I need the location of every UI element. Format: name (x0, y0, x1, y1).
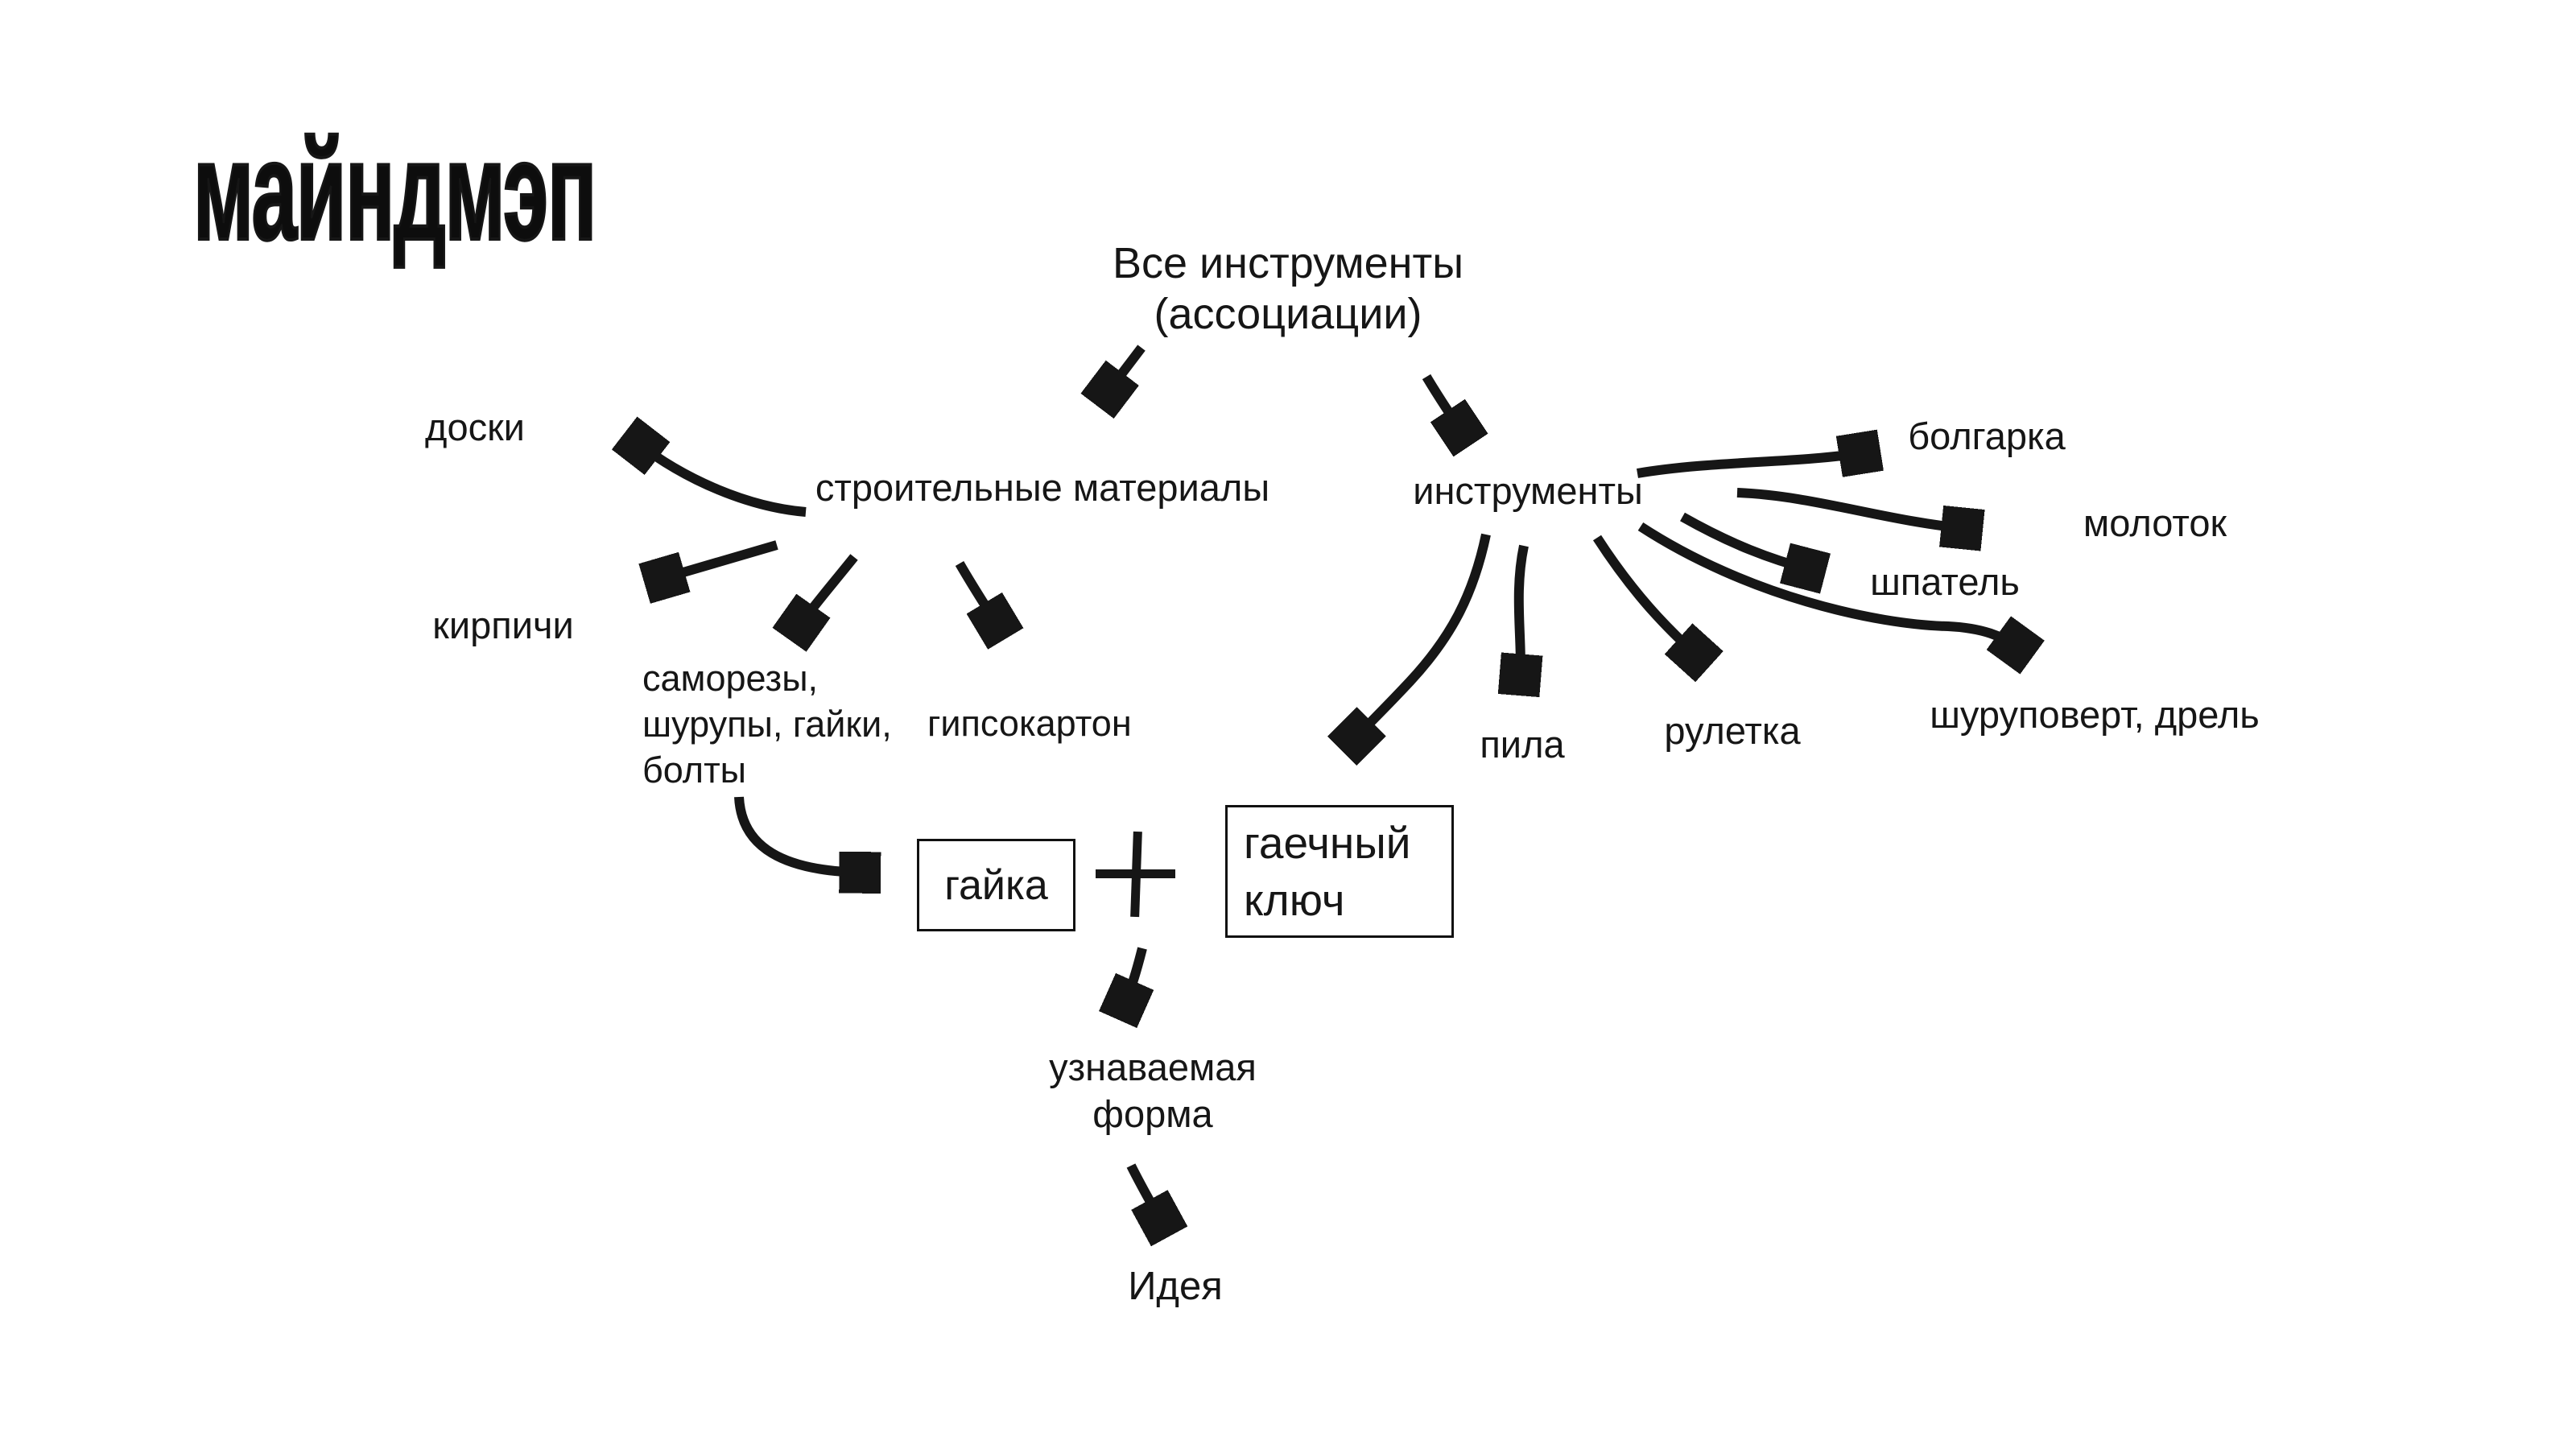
node-fasteners: саморезы, шурупы, гайки, болты (642, 655, 892, 793)
node-boards: доски (425, 406, 525, 448)
wrench-box-line2: ключ (1244, 874, 1345, 925)
node-recognizable-form-line1: узнаваемая (1049, 1046, 1257, 1088)
node-screwdriver-drill: шуруповерт, дрель (1930, 693, 2260, 736)
node-idea: Идея (1128, 1265, 1223, 1308)
arrow-tools-to-wrench (1352, 533, 1491, 741)
arrow-root-to-tools (1422, 374, 1463, 433)
page-title: майндмэп (192, 113, 598, 270)
arrow-tools-to-spatula (1680, 512, 1811, 570)
node-recognizable-form: узнаваемая форма (1049, 1044, 1257, 1137)
arrow-tools-to-grinder (1637, 452, 1866, 478)
arrow-materials-to-boards (636, 442, 807, 517)
node-grinder: болгарка (1908, 415, 2066, 457)
arrow-tools-to-hammer (1736, 488, 1968, 529)
arrow-form-to-idea (1126, 1163, 1162, 1224)
arrow-plus-to-form (1124, 947, 1142, 1006)
arrow-tools-to-screwdriver (1637, 522, 2021, 649)
plus-sign (1096, 831, 1175, 918)
node-fasteners-line1: саморезы, (642, 658, 819, 699)
node-hammer: молоток (2083, 502, 2227, 544)
root-node: Все инструменты (ассоциации) (1113, 238, 1463, 340)
node-saw: пила (1480, 723, 1565, 766)
node-spatula: шпатель (1870, 560, 2020, 603)
wrench-box-line1: гаечный (1244, 817, 1411, 868)
arrow-tools-to-tape (1592, 535, 1699, 657)
root-node-line2: (ассоциации) (1154, 290, 1422, 338)
arrow-materials-to-drywall (955, 560, 998, 626)
wrench-box: гаечный ключ (1225, 805, 1454, 938)
node-tape-measure: рулетка (1664, 709, 1801, 752)
nut-box: гайка (917, 839, 1075, 931)
plus-sign-horizontal-bar (1096, 869, 1175, 878)
node-fasteners-line2: шурупы, гайки, (642, 704, 892, 745)
arrow-fasteners-to-nut (734, 796, 866, 873)
node-materials: строительные материалы (815, 466, 1270, 509)
root-node-line1: Все инструменты (1112, 239, 1464, 287)
node-fasteners-line3: болты (642, 749, 747, 791)
arrow-materials-to-fasteners (798, 554, 858, 628)
nut-box-label: гайка (944, 861, 1048, 909)
node-tools: инструменты (1413, 469, 1643, 512)
arrow-tools-to-saw (1519, 544, 1524, 681)
node-recognizable-form-line2: форма (1092, 1092, 1213, 1135)
node-bricks: кирпичи (432, 604, 574, 646)
arrow-materials-to-bricks (658, 540, 778, 580)
arrow-root-to-materials (1106, 345, 1146, 394)
node-drywall: гипсокартон (927, 703, 1132, 744)
